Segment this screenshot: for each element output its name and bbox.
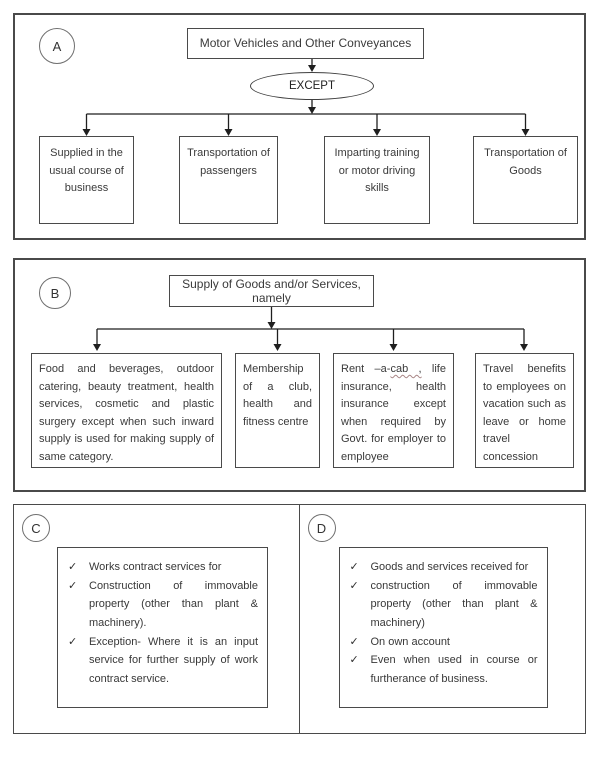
check-list-item: ✓ Construction of immovable property (ot… xyxy=(68,577,258,633)
rent-a-cab-misspelled-word: cab , xyxy=(390,363,422,375)
checkmark-icon: ✓ xyxy=(349,654,359,667)
panel-b-leaf-box: Travel benefits to employees on vacation… xyxy=(475,353,574,468)
checkmark-icon: ✓ xyxy=(349,635,359,648)
panel-a-badge: A xyxy=(39,28,75,64)
except-ellipse: EXCEPT xyxy=(250,72,374,100)
panel-b-root-box: Supply of Goods and/or Services, namely xyxy=(169,275,374,307)
panel-d-list-box: ✓ Goods and services received for ✓ cons… xyxy=(338,547,548,708)
check-item-text: Works contract services for xyxy=(89,561,222,573)
check-list-item: ✓ Exception- Where it is an input servic… xyxy=(68,633,258,689)
panel-d: D ✓ Goods and services received for ✓ co… xyxy=(300,505,586,733)
check-list-item: ✓ Works contract services for xyxy=(68,558,258,577)
panel-c-badge-label: C xyxy=(31,520,41,536)
rent-a-cab-text-pre: Rent –a- xyxy=(341,363,391,375)
panel-cd-container: C ✓ Works contract services for ✓ Constr… xyxy=(13,504,586,734)
panel-d-badge: D xyxy=(307,514,336,542)
panel-a-badge-label: A xyxy=(52,38,62,54)
panel-a-leaf-box: Transportation of Goods xyxy=(473,136,578,224)
panel-c-badge: C xyxy=(22,514,50,542)
check-item-text: On own account xyxy=(370,635,451,648)
panel-d-badge-label: D xyxy=(316,520,327,536)
checkmark-icon: ✓ xyxy=(68,561,78,573)
check-list-item: ✓ On own account xyxy=(350,633,538,652)
panel-c-list-box: ✓ Works contract services for ✓ Construc… xyxy=(57,547,268,708)
panel-a: A Motor Vehicles and Other Conveyances E… xyxy=(13,13,586,240)
check-item-text: Construction of immovable property (othe… xyxy=(89,579,258,630)
checkmark-icon: ✓ xyxy=(349,561,359,573)
check-item-text: Even when used in course or furtherance … xyxy=(370,654,538,686)
panel-b-badge: B xyxy=(39,277,71,309)
checkmark-icon: ✓ xyxy=(68,579,78,592)
checkmark-icon: ✓ xyxy=(349,579,359,592)
panel-a-leaf-box: Transportation of passengers xyxy=(179,136,278,224)
panel-b-leaf-box: Membership of a club, health and fitness… xyxy=(235,353,320,468)
check-list-item: ✓ Goods and services received for xyxy=(350,558,538,577)
checkmark-icon: ✓ xyxy=(68,635,78,648)
rent-a-cab-text-post: life insurance, health insurance except … xyxy=(341,363,446,463)
panel-b-leaf-box: Rent –a-cab , life insurance, health ins… xyxy=(333,353,454,468)
panel-a-root-box: Motor Vehicles and Other Conveyances xyxy=(187,28,424,59)
panel-b: B Supply of Goods and/or Services, namel… xyxy=(13,258,586,492)
panel-b-leaf-box: Food and beverages, outdoor catering, be… xyxy=(31,353,222,468)
check-list-item: ✓ construction of immovable property (ot… xyxy=(350,577,538,633)
check-item-text: Exception- Where it is an input service … xyxy=(89,635,258,686)
panel-a-leaf-box: Supplied in the usual course of business xyxy=(39,136,134,224)
panel-b-badge-label: B xyxy=(50,285,60,301)
check-item-text: Goods and services received for xyxy=(370,561,529,573)
check-list-item: ✓ Even when used in course or furtheranc… xyxy=(350,651,538,688)
check-item-text: construction of immovable property (othe… xyxy=(370,579,538,630)
panel-c: C ✓ Works contract services for ✓ Constr… xyxy=(14,505,300,733)
panel-a-leaf-box: Imparting training or motor driving skil… xyxy=(324,136,430,224)
